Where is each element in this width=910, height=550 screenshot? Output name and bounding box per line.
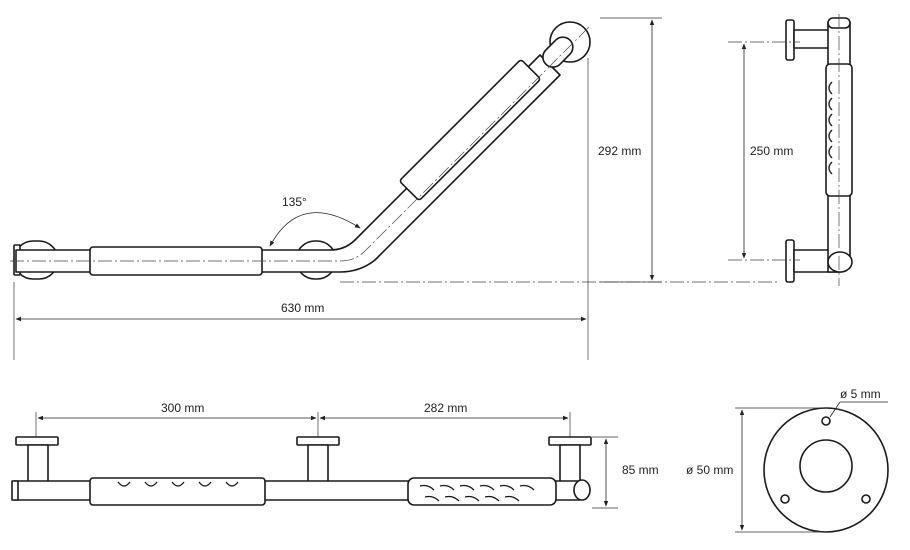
top-view-right-grip: [407, 477, 557, 506]
front-view: 135° 630 mm 292 mm: [10, 17, 780, 360]
side-bottom-flange: [785, 239, 795, 283]
total-width-label: 630 mm: [281, 301, 324, 315]
side-top-flange: [785, 19, 795, 61]
top-view: 300 mm 282 mm 85 mm: [11, 401, 659, 509]
flange-detail: ø 5 mm ø 50 mm: [686, 387, 889, 533]
side-height-label: 250 mm: [750, 144, 793, 158]
flange-screw-hole-left: [780, 494, 790, 504]
top-view-left-grip: [89, 477, 266, 506]
flange-screw-hole-right: [861, 494, 871, 504]
flange-diameter-label: ø 50 mm: [686, 463, 733, 477]
angle-arc: [269, 212, 361, 247]
top-view-middle-flange: [296, 436, 340, 446]
top-view-right-flange: [548, 436, 592, 446]
depth-label: 85 mm: [622, 463, 659, 477]
total-height-label: 292 mm: [598, 144, 641, 158]
horizontal-tube: [15, 54, 561, 273]
hole-diameter-label: ø 5 mm: [840, 387, 881, 401]
side-view: 250 mm: [728, 14, 853, 286]
span-left-label: 300 mm: [161, 401, 204, 415]
flange-inner-circle: [799, 439, 853, 493]
span-right-label: 282 mm: [424, 401, 467, 415]
diagonal-grip-sleeve: [399, 59, 541, 201]
angle-label: 135°: [282, 195, 307, 209]
top-view-left-flange: [15, 436, 59, 446]
flange-screw-hole-top: [821, 416, 831, 426]
